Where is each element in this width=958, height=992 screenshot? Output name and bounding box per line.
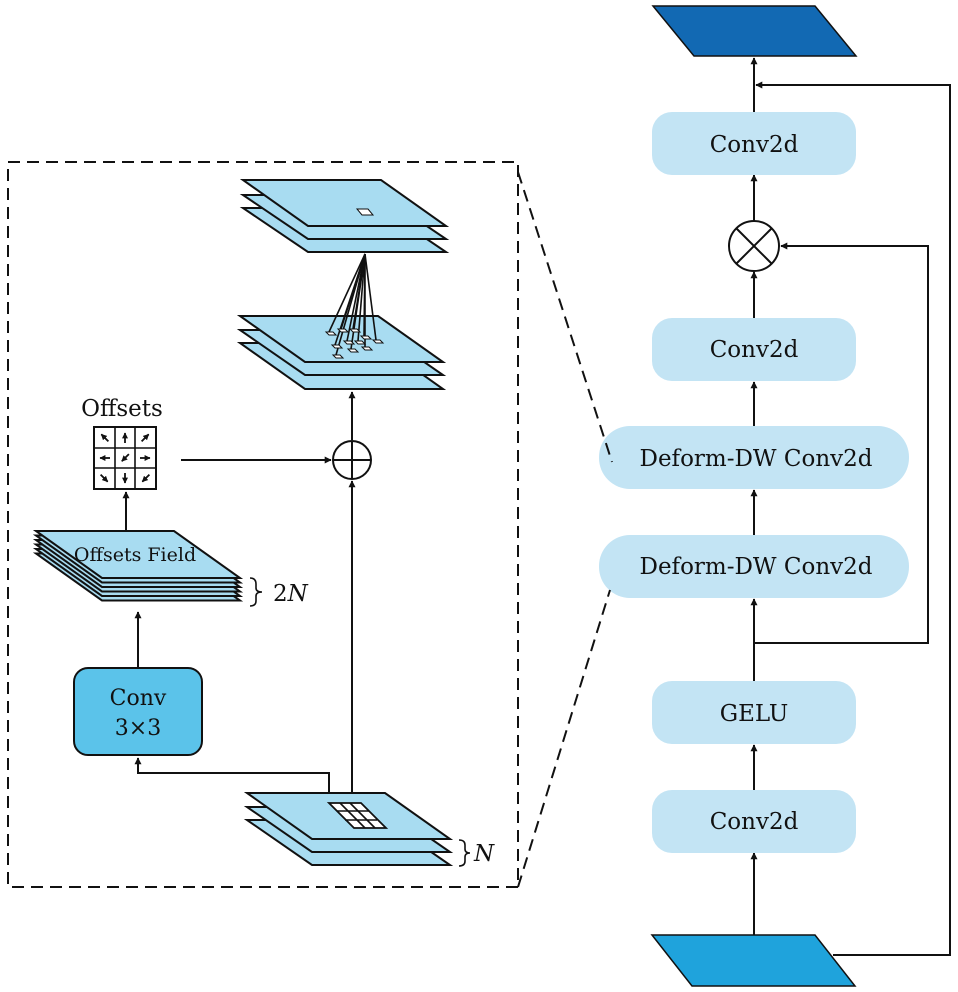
input-feature-maps: [243, 792, 454, 866]
sampling-line: [328, 253, 366, 333]
offsets-grid: [93, 426, 157, 490]
sample-point: [342, 340, 356, 345]
block-conv2d-bottom: Conv2d: [652, 790, 856, 853]
arrow-input-to-conv: [134, 757, 330, 793]
sampling-line: [350, 253, 366, 350]
block-deform-dw-conv2d-1: Deform-DW Conv2d: [599, 426, 909, 489]
conv-label: Conv: [110, 686, 167, 711]
block-label: Conv2d: [710, 337, 799, 363]
sample-point: [331, 354, 345, 359]
output-feature-parallelogram: [651, 5, 858, 57]
sampling-line: [357, 253, 366, 342]
offsets-field-layer: [32, 530, 244, 579]
sample-point: [324, 331, 338, 336]
block-conv2d-top: Conv2d: [652, 112, 856, 175]
detail-panel-border: [7, 161, 519, 888]
offsets-label: Offsets: [81, 396, 163, 422]
offset-arrow-down-left-icon: [121, 453, 130, 462]
output-feature-maps: [239, 179, 450, 253]
block-label: GELU: [720, 701, 789, 727]
sampling-lines: [324, 253, 385, 359]
zoom-guide-bottom: [517, 589, 611, 888]
multiply-icon: [728, 220, 780, 272]
sampling-line: [364, 253, 377, 341]
block-label: Conv2d: [710, 809, 799, 835]
sample-point: [336, 328, 350, 333]
block-gelu: GELU: [652, 681, 856, 744]
offset-arrow-up-right-icon: [140, 433, 150, 443]
zoom-guide-top: [517, 171, 613, 463]
offsets-field-stack: [32, 530, 244, 602]
offsets-field-label: Offsets Field: [74, 544, 196, 566]
sample-point: [371, 339, 385, 344]
conv3x3-block: Conv 3×3: [73, 667, 203, 756]
block-deform-dw-conv2d-2: Deform-DW Conv2d: [599, 535, 909, 598]
block-label: Deform-DW Conv2d: [640, 446, 873, 472]
input-count: N: [473, 841, 495, 867]
sampling-line: [346, 253, 366, 342]
add-icon: [332, 440, 372, 480]
offset-arrow-down-left-icon: [141, 473, 151, 483]
sampling-line: [335, 253, 366, 356]
sample-point: [359, 335, 373, 340]
sampled-feature-maps: [236, 315, 447, 390]
block-label: Deform-DW Conv2d: [640, 554, 873, 580]
output-sample-cell: [355, 208, 375, 216]
conv-kernel-size: 3×3: [115, 716, 161, 741]
sample-point: [330, 344, 344, 349]
offset-arrow-up-left-icon: [100, 433, 110, 443]
block-label: Conv2d: [710, 132, 799, 158]
sample-point: [346, 348, 360, 353]
sample-point: [353, 340, 367, 345]
residual-connection: [755, 81, 951, 956]
block-conv2d-mid: Conv2d: [652, 318, 856, 381]
brace-2n: [249, 577, 263, 607]
brace-n: [458, 839, 471, 867]
sample-point: [360, 346, 374, 351]
offsets-field-count: 2N: [273, 581, 309, 607]
gate-skip-connection: [754, 242, 929, 644]
sample-point: [348, 328, 362, 333]
offset-arrow-down-right-icon: [99, 473, 109, 483]
input-feature-parallelogram: [650, 934, 857, 987]
kernel-grid: [326, 802, 389, 829]
